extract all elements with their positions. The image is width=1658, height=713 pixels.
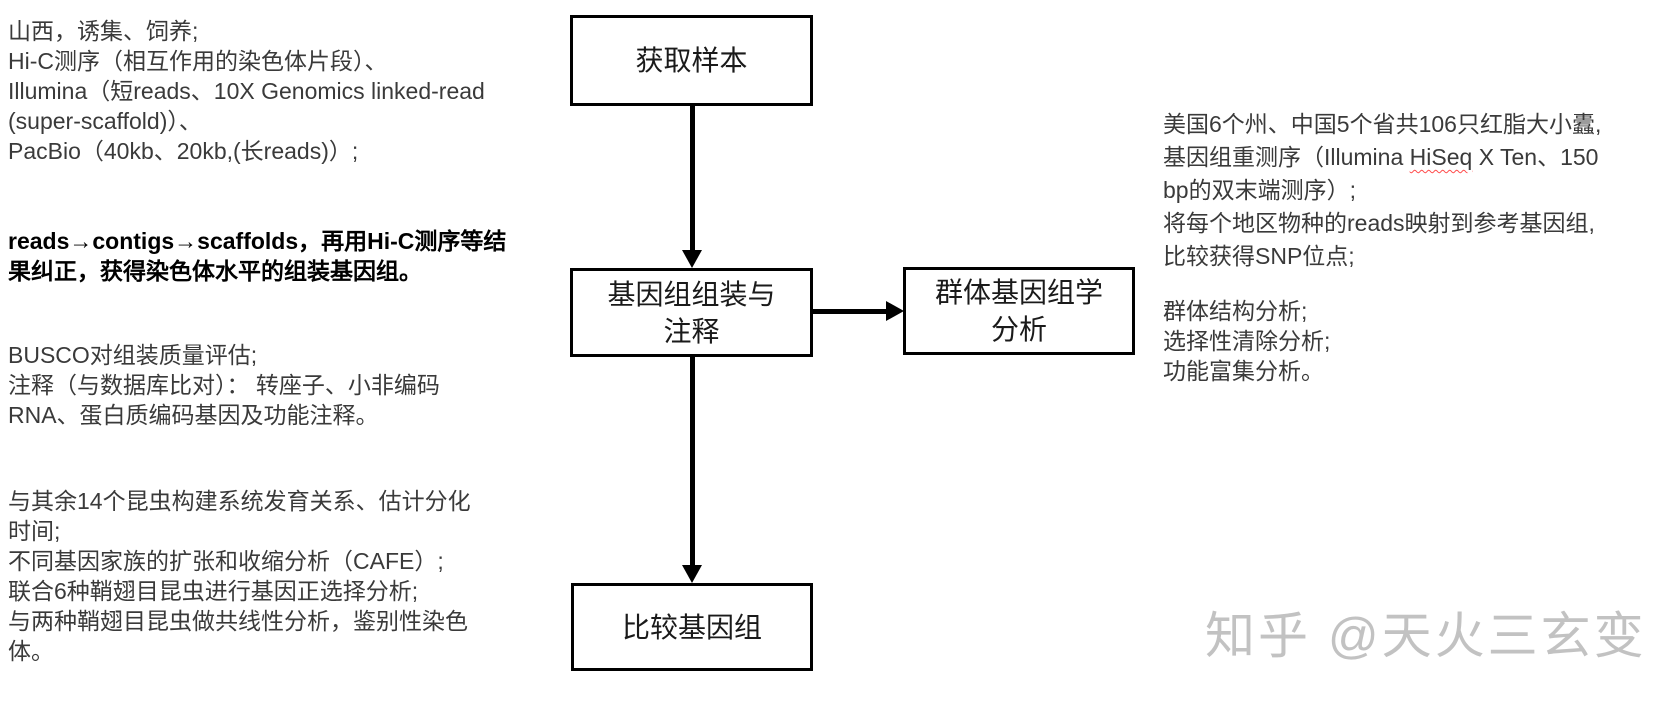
flow-node-sample: 获取样本: [570, 15, 813, 106]
arrow-sample-to-assembly-line: [690, 106, 695, 252]
note-resequencing-line2-pre: 基因组重测序（Illumina: [1163, 144, 1410, 170]
flow-node-comparative-genomics: 比较基因组: [571, 583, 813, 671]
note-comparative-analyses: 与其余14个昆虫构建系统发育关系、估计分化 时间; 不同基因家族的扩张和收缩分析…: [8, 488, 471, 664]
flow-node-population-genomics-label: 群体基因组学 分析: [934, 277, 1103, 345]
arrow-down-icon: [682, 250, 702, 268]
note-annotation: BUSCO对组装质量评估; 注释（与数据库比对）： 转座子、小非编码 RNA、蛋…: [8, 342, 440, 428]
note-resequencing: 美国6个州、中国5个省共106只红脂大小蠹, 基因组重测序（Illumina Hi…: [1163, 108, 1658, 273]
flow-node-sample-label: 获取样本: [635, 45, 748, 76]
flow-node-assembly-annotation: 基因组组装与 注释: [570, 268, 813, 357]
note-resequencing-line5: 比较获得SNP位点;: [1163, 243, 1355, 269]
arrow-assembly-to-comparative-line: [690, 357, 695, 567]
arrow-right-icon: [886, 301, 904, 321]
flow-node-comparative-genomics-label: 比较基因组: [621, 611, 762, 643]
note-resequencing-line1: 美国6个州、中国5个省共106只红脂大小蠹,: [1163, 111, 1602, 137]
note-resequencing-line3: bp的双末端测序）;: [1163, 177, 1356, 203]
arrow-assembly-to-popgen-line: [813, 309, 888, 314]
note-sampling-sequencing: 山西，诱集、饲养; Hi-C测序（相互作用的染色体片段）、 Illumina（短…: [8, 18, 485, 164]
note-resequencing-line2-post: X Ten、150: [1472, 144, 1599, 170]
flow-node-population-genomics: 群体基因组学 分析: [903, 267, 1135, 355]
note-popgen-analyses: 群体结构分析; 选择性清除分析; 功能富集分析。: [1163, 298, 1331, 384]
note-assembly-pipeline: reads→contigs→scaffolds，再用Hi-C测序等结 果纠正，获…: [8, 228, 507, 284]
note-resequencing-line4: 将每个地区物种的reads映射到参考基因组,: [1163, 210, 1595, 236]
arrow-down-icon: [682, 565, 702, 583]
zhihu-watermark: 知乎 @天火三玄变: [1205, 608, 1647, 664]
note-resequencing-hiseq-spellchecked: HiSeq: [1409, 144, 1473, 170]
flow-node-assembly-annotation-label: 基因组组装与 注释: [607, 278, 776, 347]
